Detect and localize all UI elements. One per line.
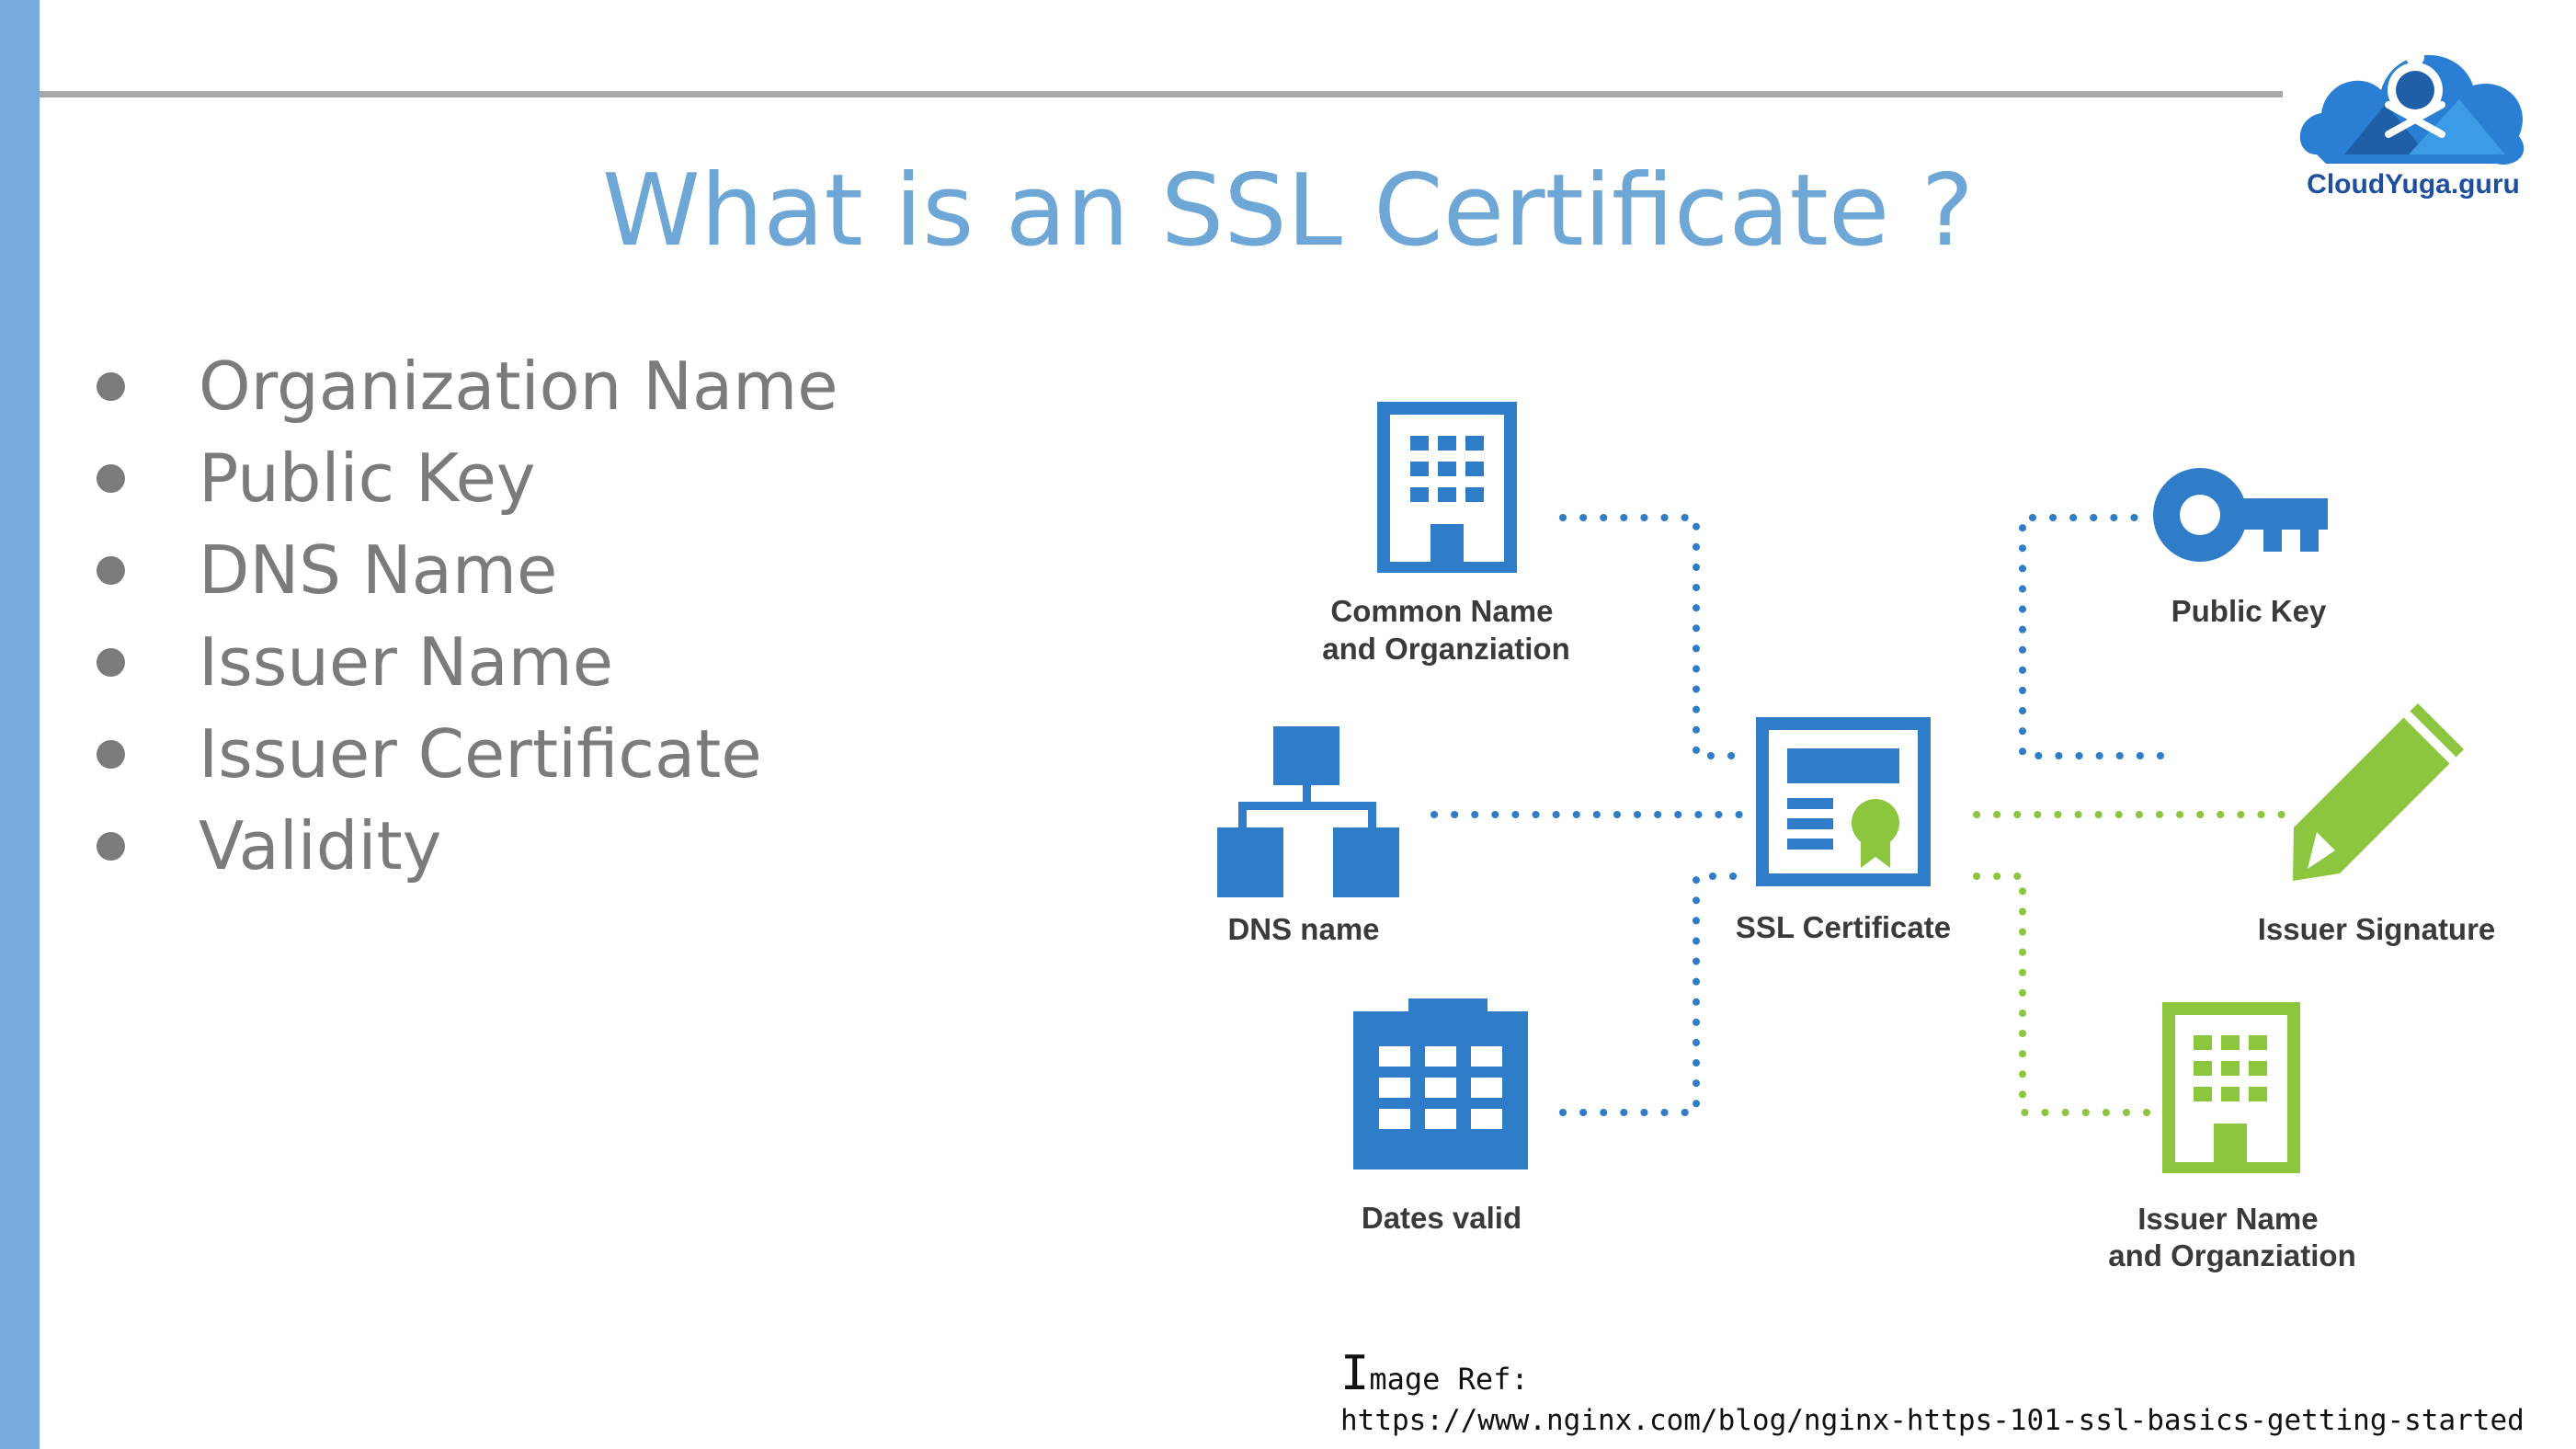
building-icon xyxy=(1377,402,1517,573)
bullet-dot xyxy=(97,555,125,585)
bullet-dot xyxy=(97,739,125,769)
pencil-icon xyxy=(2293,703,2464,881)
attribute-list: Organization Name Public Key DNS Name Is… xyxy=(92,340,838,892)
public-key-label: Public Key xyxy=(2171,594,2327,628)
dates-valid-label: Dates valid xyxy=(1362,1201,1522,1235)
issuer-signature-label: Issuer Signature xyxy=(2258,912,2496,946)
slide-title: What is an SSL Certificate ? xyxy=(602,154,1974,268)
key-icon xyxy=(2153,468,2328,562)
image-ref-url: https://www.nginx.com/blog/nginx-https-1… xyxy=(1340,1404,2525,1437)
list-item: Organization Name xyxy=(92,340,838,432)
bullet-dot xyxy=(97,463,125,493)
calendar-icon xyxy=(1353,998,1528,1169)
ssl-certificate-label: SSL Certificate xyxy=(1736,910,1951,944)
list-item: Issuer Name xyxy=(92,616,838,708)
connector-issuer-name xyxy=(1973,873,2155,1116)
dns-name-label: DNS name xyxy=(1227,912,1379,946)
bullet-dot xyxy=(97,647,125,677)
common-name-label: Common Name and Organziation xyxy=(1322,594,1570,666)
list-item: Validity xyxy=(92,800,838,892)
header-divider xyxy=(40,91,2283,97)
bullet-dot xyxy=(97,831,125,861)
connector-common-name xyxy=(1559,514,1755,759)
connector-public-key xyxy=(2019,514,2164,759)
list-item: Issuer Certificate xyxy=(92,708,838,800)
certificate-icon xyxy=(1756,717,1931,886)
image-reference: Image Ref: https://www.nginx.com/blog/ng… xyxy=(1340,1346,2525,1442)
ssl-certificate-diagram: Common Name and Organziation DNS name Da… xyxy=(1217,402,2496,1272)
cloudyuga-logo: CloudYuga.guru xyxy=(2299,48,2525,200)
image-ref-label: Image Ref: xyxy=(1340,1346,1529,1401)
network-icon xyxy=(1217,726,1399,897)
connector-dates-valid xyxy=(1559,873,1755,1116)
issuer-name-label: Issuer Name and Organziation xyxy=(2108,1202,2356,1272)
list-item: DNS Name xyxy=(92,524,838,616)
bullet-dot xyxy=(97,371,125,401)
list-item: Public Key xyxy=(92,432,838,524)
logo-text: CloudYuga.guru xyxy=(2307,169,2520,200)
issuer-building-icon xyxy=(2162,1002,2300,1173)
left-accent-bar xyxy=(0,0,40,1449)
